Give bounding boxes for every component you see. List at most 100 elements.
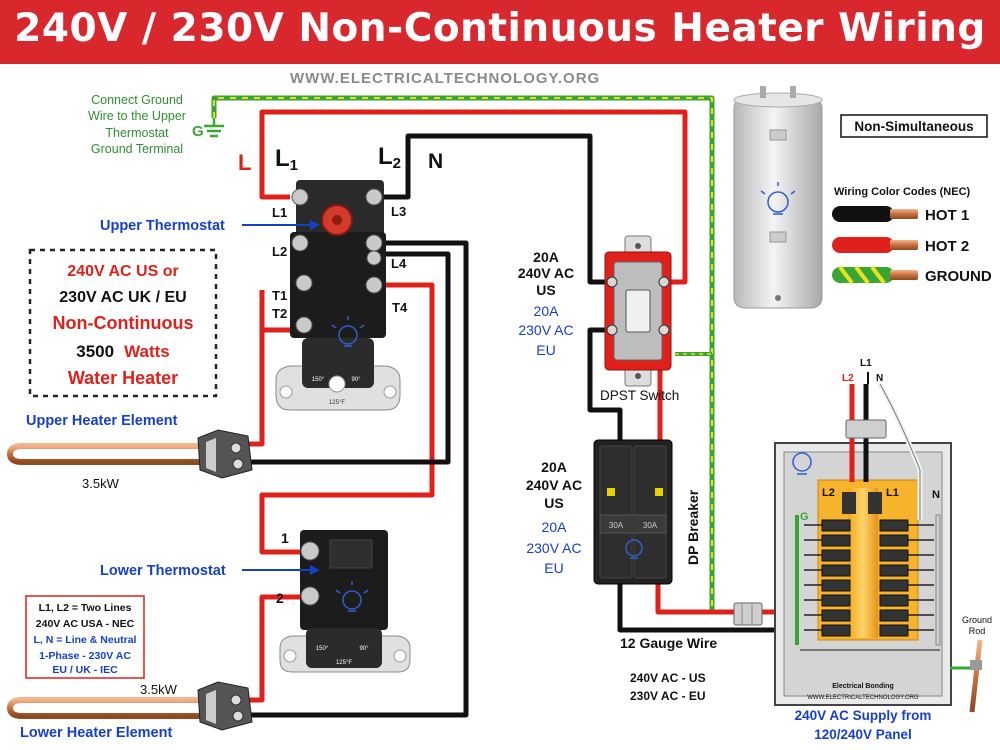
panel-breaker <box>821 579 851 592</box>
panel-breaker <box>879 534 909 547</box>
upper-element-rating: 3.5kW <box>82 476 120 491</box>
svg-text:20A: 20A <box>534 303 560 319</box>
svg-text:L2: L2 <box>842 373 854 384</box>
panel-inner-labels: L2 L1 N G <box>800 487 940 523</box>
svg-text:150°: 150° <box>312 377 325 383</box>
bulb-icon <box>331 316 365 347</box>
svg-text:30A: 30A <box>609 521 624 530</box>
ground-rod <box>950 639 983 713</box>
svg-text:1-Phase - 230V AC: 1-Phase - 230V AC <box>39 650 131 662</box>
svg-text:2: 2 <box>276 590 284 606</box>
arrow-right-icon <box>242 565 320 575</box>
svg-text:125°F: 125°F <box>336 660 352 666</box>
svg-text:L3: L3 <box>391 204 406 219</box>
svg-text:Wire to the Upper: Wire to the Upper <box>88 109 186 123</box>
panel-breaker <box>879 579 909 592</box>
line-n-label: N <box>428 150 443 173</box>
svg-text:150°: 150° <box>316 646 329 652</box>
upper-thermostat: 150° 90° 125°F <box>275 180 401 411</box>
legend-box <box>25 595 145 679</box>
svg-text:Non-Continuous: Non-Continuous <box>53 313 194 333</box>
svg-text:240V AC US or: 240V AC US or <box>67 263 178 280</box>
svg-text:Ground: Ground <box>962 615 992 625</box>
breaker-rating-eu: 20A 230V AC EU <box>526 519 581 576</box>
svg-text:US: US <box>544 495 563 511</box>
svg-text:230V AC: 230V AC <box>526 540 581 556</box>
svg-text:US: US <box>536 282 555 298</box>
wire-gauge-label: 12 Gauge Wire <box>620 635 717 651</box>
ground-rod-label: Ground Rod <box>962 615 992 636</box>
panel-breaker <box>879 564 909 577</box>
switch-label: DPST Switch <box>600 388 679 403</box>
svg-text:T4: T4 <box>392 300 408 315</box>
breaker-label: DP Breaker <box>685 489 701 565</box>
svg-text:HOT 2: HOT 2 <box>925 238 969 255</box>
lower-element-rating: 3.5kW <box>140 682 178 697</box>
website-label: WWW.ELECTRICALTECHNOLOGY.ORG <box>290 70 601 87</box>
panel-clamp <box>845 419 887 439</box>
panel-breaker <box>821 549 851 562</box>
bulb-icon <box>335 581 369 612</box>
spec-box <box>28 248 218 398</box>
panel-breaker <box>879 624 909 637</box>
svg-text:125°F: 125°F <box>329 400 345 406</box>
svg-text:1: 1 <box>281 530 289 546</box>
svg-text:L1, L2 = Two Lines: L1, L2 = Two Lines <box>39 602 132 614</box>
svg-text:90°: 90° <box>351 377 361 383</box>
svg-text:240V AC: 240V AC <box>518 265 574 281</box>
panel-breaker <box>821 594 851 607</box>
wire-voltage-us: 240V AC - US <box>630 671 706 685</box>
panel-breaker <box>879 609 909 622</box>
non-simultaneous-box <box>840 114 988 138</box>
upper-element-label: Upper Heater Element <box>26 413 178 429</box>
service-panel <box>774 442 952 706</box>
panel-breaker <box>821 609 851 622</box>
lower-element-label: Lower Heater Element <box>20 725 172 741</box>
svg-text:240V AC USA - NEC: 240V AC USA - NEC <box>36 618 135 630</box>
panel-breaker <box>879 519 909 532</box>
svg-text:Water Heater: Water Heater <box>68 368 178 388</box>
cable-clamp <box>733 602 763 626</box>
svg-text:240V AC: 240V AC <box>526 477 582 493</box>
legend-box-text: L1, L2 = Two Lines 240V AC USA - NEC L, … <box>34 602 137 676</box>
page-title: 240V / 230V Non-Continuous Heater Wiring <box>14 6 986 51</box>
lower-heater-element <box>6 681 253 731</box>
svg-text:EU / UK - IEC: EU / UK - IEC <box>52 664 118 676</box>
svg-text:90°: 90° <box>359 646 369 652</box>
bulb-icon <box>760 182 796 215</box>
svg-text:L2: L2 <box>272 244 287 259</box>
svg-text:240V AC Supply from: 240V AC Supply from <box>795 708 932 723</box>
color-code-ground: GROUND <box>832 265 992 285</box>
upper-thermostat-terminals: L1 L3 L2 L4 T1 T2 T4 <box>272 204 408 321</box>
bulb-icon <box>625 539 643 559</box>
svg-text:L1: L1 <box>860 358 872 369</box>
panel-bonding-label: Electrical Bonding <box>832 683 893 690</box>
line-l2-label: L2 <box>378 143 401 172</box>
water-heater-tank <box>733 86 823 309</box>
svg-text:Rod: Rod <box>969 626 986 636</box>
panel-breaker <box>821 534 851 547</box>
svg-text:L4: L4 <box>391 256 407 271</box>
wire-voltage-eu: 230V AC - EU <box>630 689 706 703</box>
upper-heater-element <box>6 429 253 479</box>
svg-text:HOT 1: HOT 1 <box>925 207 969 224</box>
svg-text:Connect Ground: Connect Ground <box>91 93 183 107</box>
panel-breaker <box>879 549 909 562</box>
panel-top-labels: L1 L2 N <box>842 358 883 384</box>
svg-text:GROUND: GROUND <box>925 268 992 285</box>
breaker-rating-us: 20A 240V AC US <box>526 459 582 511</box>
arrow-right-icon <box>242 220 320 230</box>
svg-text:120/240V Panel: 120/240V Panel <box>814 727 912 742</box>
ground-wire <box>211 95 760 615</box>
svg-text:G: G <box>800 511 809 523</box>
lower-thermostat-label: Lower Thermostat <box>100 563 226 579</box>
spec-box-text: 240V AC US or 230V AC UK / EU Non-Contin… <box>53 263 194 388</box>
breaker-rows <box>804 519 934 637</box>
line-l1-label: L1 <box>275 145 298 174</box>
lower-thermostat-terminals: 1 2 <box>276 530 289 606</box>
svg-text:T2: T2 <box>272 306 287 321</box>
svg-text:20A: 20A <box>533 249 559 265</box>
title-banner: 240V / 230V Non-Continuous Heater Wiring <box>0 0 1000 64</box>
